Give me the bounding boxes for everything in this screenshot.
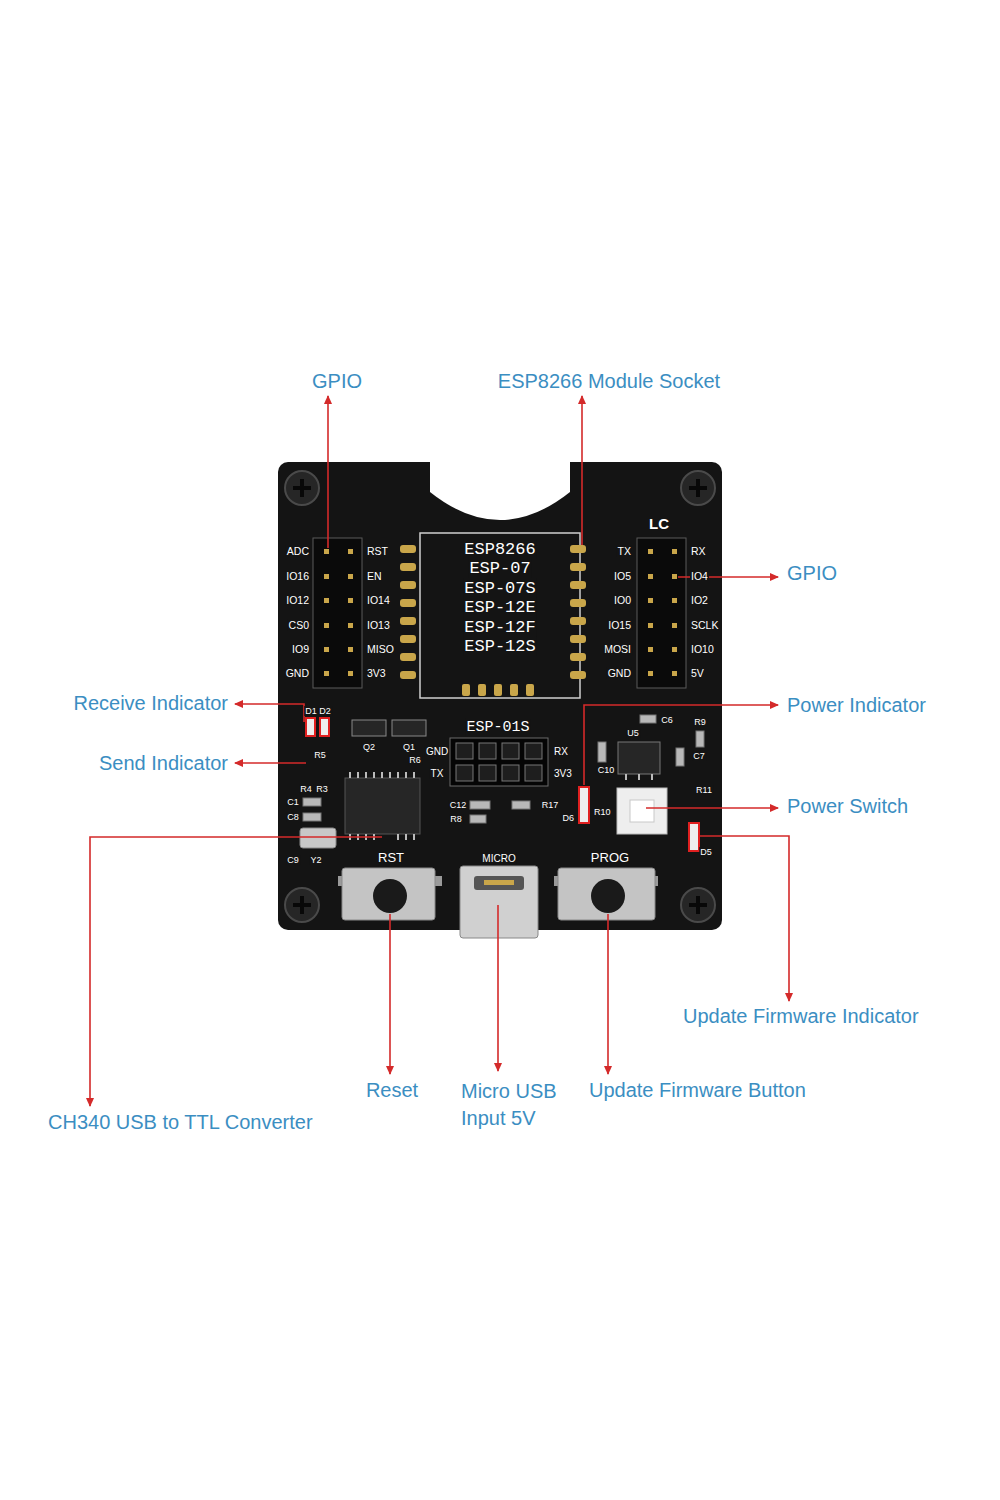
silkscreen-label: GND [425,746,449,757]
silkscreen-label: D2 [318,706,332,716]
silkscreen-label: IO4 [690,570,709,582]
callout-label: Power Switch [787,795,908,818]
silkscreen-label: C7 [692,751,706,761]
silkscreen-label: R8 [449,814,463,824]
silkscreen-label: ADC [286,545,310,557]
silkscreen-label: Y2 [309,855,322,865]
silkscreen-label: ESP-07 [468,559,531,578]
silkscreen-label: IO12 [285,594,310,606]
silkscreen-label: IO0 [613,594,632,606]
silkscreen-label: RX [690,545,707,557]
silkscreen-label: IO2 [690,594,709,606]
silkscreen-label: EN [366,570,383,582]
silkscreen-label: R9 [693,717,707,727]
silkscreen-label: RX [553,746,569,757]
silkscreen-label: R11 [695,785,713,795]
silkscreen-label: 3V3 [366,667,387,679]
silkscreen-label: 3V3 [553,768,573,779]
silkscreen-label: TX [617,545,632,557]
silkscreen-label: RST [377,850,405,865]
callout-label: GPIO [787,562,837,585]
silkscreen-label: R17 [541,800,560,810]
silkscreen-label: IO16 [285,570,310,582]
silkscreen-label: TX [430,768,445,779]
silkscreen-label: ESP-12E [463,598,536,617]
silkscreen-label: 5V [690,667,705,679]
silkscreen-label: GND [607,667,632,679]
silkscreen-label: IO9 [291,643,310,655]
silkscreen-label: IO13 [366,619,391,631]
silkscreen-label: C1 [286,797,300,807]
silkscreen-label: MICRO [481,853,516,864]
silkscreen-label: R5 [313,750,327,760]
silkscreen-label: ESP-07S [463,579,536,598]
callout-label: Micro USB Input 5V [461,1078,579,1132]
silkscreen-label: IO15 [607,619,632,631]
silkscreen-label: IO10 [690,643,715,655]
callout-label: GPIO [312,370,362,393]
callout-label: Power Indicator [787,694,926,717]
silkscreen-label: C12 [449,800,468,810]
callout-label: CH340 USB to TTL Converter [48,1111,313,1134]
callout-label: Send Indicator [99,752,228,775]
silkscreen-label: SCLK [690,619,719,631]
silkscreen-label: D5 [699,847,713,857]
silkscreen-label: C9 [286,855,300,865]
silkscreen-label: IO5 [613,570,632,582]
silkscreen-label: R6 [408,755,422,765]
silkscreen-label: ESP8266 [463,540,536,559]
callout-label: Reset [366,1079,418,1102]
silkscreen-label: C6 [660,715,674,725]
silkscreen-label: CS0 [288,619,310,631]
silkscreen-label: MISO [366,643,395,655]
silkscreen-label: PROG [590,850,630,865]
silkscreen-label: R4 [299,784,313,794]
silkscreen-label: C8 [286,812,300,822]
silkscreen-label: Q1 [402,742,416,752]
silkscreen-label: R10 [593,807,612,817]
silkscreen-label: R3 [315,784,329,794]
silkscreen-label: Q2 [362,742,376,752]
callout-label: ESP8266 Module Socket [498,370,720,393]
callout-label: Update Firmware Indicator [683,1005,919,1028]
silkscreen-label: ESP-01S [465,719,530,736]
silkscreen-label: RST [366,545,389,557]
silkscreen-label: MOSI [603,643,632,655]
callout-label: Receive Indicator [73,692,228,715]
silkscreen-label: GND [285,667,310,679]
silkscreen-label: C10 [597,765,616,775]
silkscreen-label: D1 [304,706,318,716]
silkscreen-label: IO14 [366,594,391,606]
silkscreen-label: ESP-12S [463,637,536,656]
silkscreen-label: ESP-12F [463,618,536,637]
callout-label: Update Firmware Button [589,1079,806,1102]
silkscreen-label: D6 [561,813,575,823]
silkscreen-label: LC [648,515,670,532]
silkscreen-label: U5 [626,728,640,738]
